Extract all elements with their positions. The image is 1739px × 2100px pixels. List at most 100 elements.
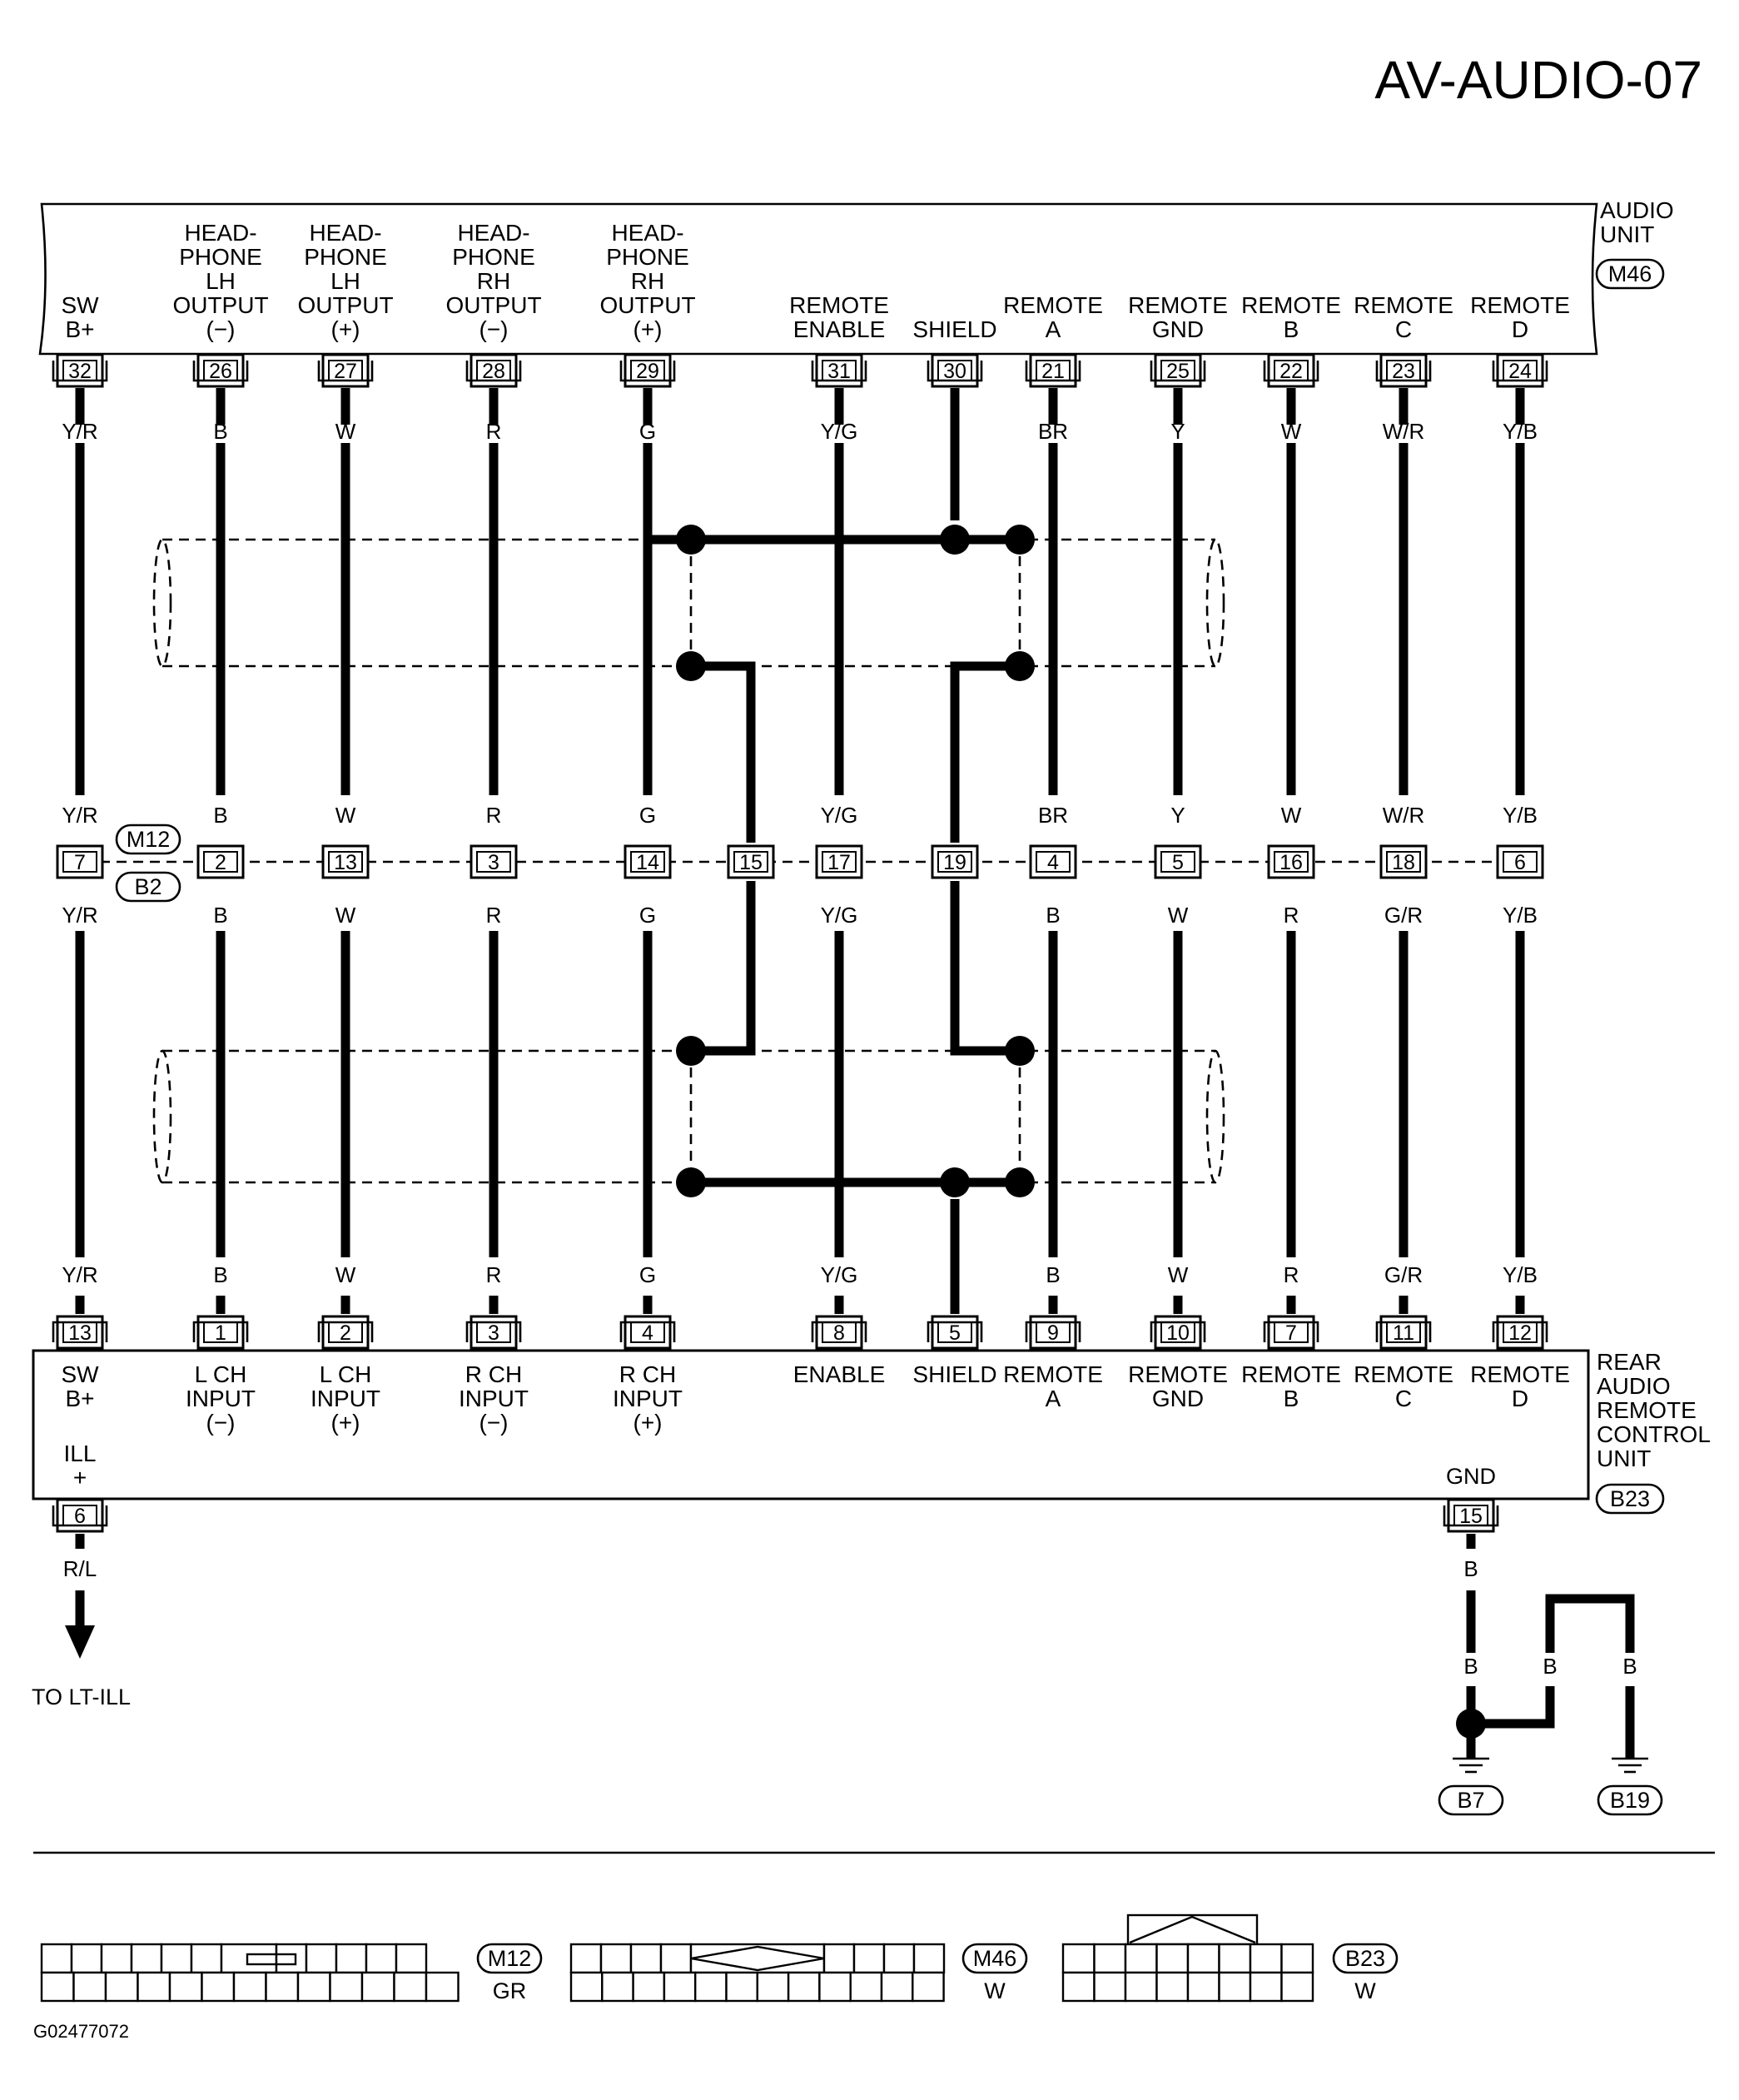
terminal-number: 30 (943, 360, 966, 383)
M12-view-cell (365, 1943, 398, 1974)
rear-unit-terminal-label: C (1395, 1386, 1412, 1411)
terminal-pin-frame (1160, 360, 1195, 381)
terminal-bracket (465, 361, 522, 382)
M46-view-cell (912, 1943, 946, 1974)
wire-color-label: B (213, 803, 227, 828)
wire-color-label: W (335, 419, 356, 444)
shield-drain-wire (691, 661, 756, 843)
B23-view-cell (1186, 1971, 1220, 2003)
M46-view-cell (818, 1971, 852, 2003)
terminal-bracket (811, 1321, 867, 1342)
terminal-pin-frame (937, 851, 972, 873)
audio-unit-name: UNIT (1600, 221, 1654, 247)
terminal-pin-frame (822, 851, 857, 873)
connector-tag (1597, 1784, 1663, 1816)
B23-view-cell (1249, 1971, 1283, 2003)
terminal-number: 12 (1508, 1321, 1532, 1345)
audio-unit-terminal-label: PHONE (452, 244, 535, 270)
audio-unit-terminal-label: GND (1152, 316, 1204, 342)
shield-drain-wire (950, 881, 1020, 1056)
M46-view-cell (694, 1971, 728, 2003)
wire-color-label: Y (1170, 419, 1185, 444)
B23-view-cell (1155, 1971, 1190, 2003)
terminal-pin-frame (203, 851, 238, 873)
ill-terminal-label: + (73, 1465, 87, 1490)
terminal-number: 5 (949, 1321, 961, 1345)
connector-color-label: W (1354, 1978, 1376, 2003)
M12-view-cell (335, 1943, 368, 1974)
terminal-number: 4 (642, 1321, 653, 1345)
B23-view-cell (1249, 1943, 1283, 1974)
wire-color-label: W (1168, 1262, 1189, 1287)
terminal-number: 16 (1279, 851, 1303, 874)
wire-color-label: Y/B (1503, 419, 1538, 444)
terminal-bracket (52, 1321, 108, 1342)
terminal-pin-frame (1274, 1321, 1309, 1343)
terminal-pin-frame (62, 1321, 97, 1343)
terminal-pin-frame (1386, 851, 1421, 873)
audio-unit-terminal-label: (+) (331, 316, 360, 342)
rear-unit-terminal-label: INPUT (613, 1386, 683, 1411)
terminal-number: 6 (74, 1505, 86, 1528)
M12-view-cell (100, 1943, 133, 1974)
M46-view-cell (632, 1971, 666, 2003)
terminal-number: 3 (488, 851, 499, 874)
audio-unit-terminal-label: B (1284, 316, 1299, 342)
M46-lock-icon (690, 1945, 825, 1972)
M12-view-cell (296, 1971, 331, 2003)
wire-color-label: R (486, 1262, 502, 1287)
audio-unit-terminal-label: A (1046, 316, 1061, 342)
terminal-pin-frame (1274, 360, 1309, 381)
rear-unit-terminal-label: A (1046, 1386, 1061, 1411)
terminal-pin-frame (1274, 851, 1309, 873)
wire-color-label: Y/G (821, 419, 858, 444)
rear-unit-terminal-label: D (1512, 1386, 1528, 1411)
M46-view-cell (601, 1971, 634, 2003)
rear-unit-terminal-label: (−) (479, 1410, 509, 1436)
joint-connector-lower-id: B2 (134, 874, 161, 899)
harness-wires (65, 388, 1648, 1774)
rear-unit-terminal-label: L CH (320, 1361, 372, 1387)
audio-unit-terminal-label: REMOTE (1003, 292, 1103, 318)
rear-unit-terminal-label: SW (61, 1361, 99, 1387)
terminal-number: 22 (1279, 360, 1303, 383)
terminal-pin-frame (476, 851, 511, 873)
shield-splice-point (676, 525, 706, 555)
page-title: AV-AUDIO-07 (1374, 50, 1702, 110)
terminal-number: 10 (1166, 1321, 1190, 1345)
terminal-number: 24 (1508, 360, 1532, 383)
wire-color-label: G (639, 803, 656, 828)
wire-color-label: Y/R (62, 803, 97, 828)
terminal-bracket (1263, 361, 1319, 382)
M12-view-cell (232, 1971, 267, 2003)
M12-view-cell (70, 1943, 103, 1974)
M46-view-cell (849, 1971, 883, 2003)
rear-unit-name: REAR (1597, 1349, 1662, 1375)
terminal-number: 1 (215, 1321, 226, 1345)
wire-color-label: Y (1170, 803, 1185, 828)
M12-view-cell (425, 1971, 460, 2003)
connector-terminals (52, 258, 1665, 1974)
M46-view-cell (725, 1971, 758, 2003)
terminal-pin-frame (476, 1321, 511, 1343)
rear-unit-name: CONTROL (1597, 1421, 1711, 1447)
wire-color-label: Y/R (62, 903, 97, 928)
B23-view-cell (1124, 1943, 1158, 1974)
upper-shield-cable-end (152, 538, 172, 668)
audio-unit-terminal-label: REMOTE (1354, 292, 1453, 318)
terminal-bracket (1150, 1321, 1206, 1342)
terminal-bracket (1492, 1321, 1548, 1342)
audio-unit-terminal-label: HEAD- (184, 220, 256, 246)
M12-view-cell (40, 1971, 75, 2003)
wire-color-label: W/R (1383, 419, 1425, 444)
B23-view-cell (1218, 1971, 1252, 2003)
wire-color-label: R (486, 419, 502, 444)
terminal-bracket (1375, 361, 1432, 382)
terminal-number: 2 (215, 851, 226, 874)
M46-view-cell (569, 1971, 604, 2003)
ground-wire (1471, 1686, 1555, 1729)
terminal-pin-frame (1503, 851, 1538, 873)
M46-view-cell (659, 1943, 693, 1974)
terminal-number: 8 (833, 1321, 845, 1345)
